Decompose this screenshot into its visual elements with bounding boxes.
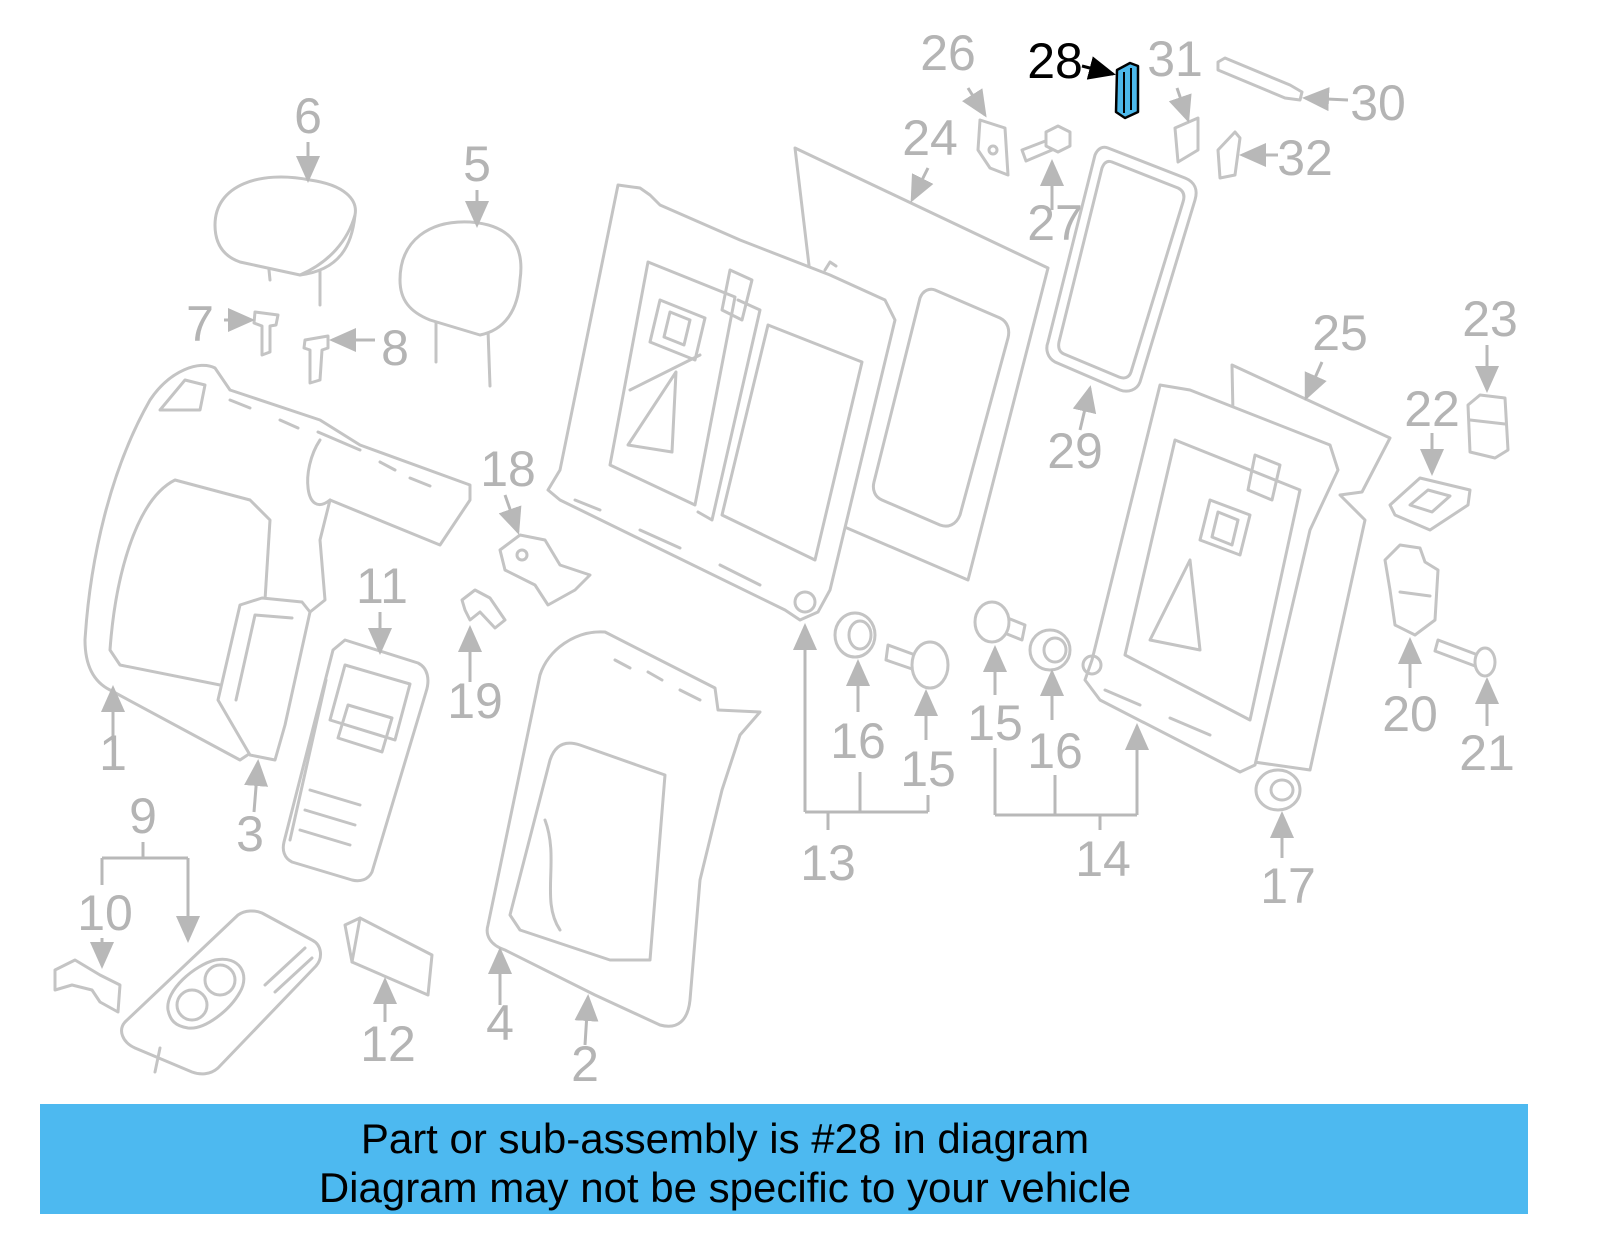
part-27-bolt [1020,124,1072,163]
callout-30: 30 [1350,75,1406,131]
part-21-bolt [1433,638,1497,678]
callout-23: 23 [1462,291,1518,347]
callout-7: 7 [186,296,214,352]
part-26-bracket [976,118,1010,177]
part-30-rod [1216,56,1304,102]
part-16-bushing [833,611,877,659]
part-17-grommet [1254,768,1302,812]
part-19-clip [460,588,507,630]
part-13-seatback-frame [546,183,897,622]
callout-24: 24 [902,110,958,166]
part-7-guide [252,310,280,357]
callout-26: 26 [920,25,976,81]
callout-28-highlighted: 28 [1027,33,1083,89]
callout-1: 1 [99,725,127,781]
callout-17: 17 [1260,858,1316,914]
leader-line [574,994,599,1046]
callout-6: 6 [294,88,322,144]
part-23-cover [1466,393,1510,460]
part-10-trim [53,958,122,1014]
callout-9: 9 [129,788,157,844]
callout-12: 12 [360,1016,416,1072]
leader-line [962,87,987,118]
leader-line [244,759,269,813]
part-22-bezel [1388,476,1472,532]
callout-27: 27 [1027,195,1083,251]
part-18-bracket [498,533,592,607]
part-32-clip [1216,130,1242,180]
callout-11: 11 [356,558,408,614]
part-12-pad [343,916,434,997]
leader-line [1304,361,1327,401]
callout-25: 25 [1312,305,1368,361]
part-15-bolt [884,640,950,690]
callout-29: 29 [1047,423,1103,479]
callout-14: 14 [1075,831,1131,887]
callout-21: 21 [1459,725,1515,781]
callout-15: 15 [967,695,1023,751]
callout-18: 18 [480,441,536,497]
callout-3: 3 [236,806,264,862]
callout-19: 19 [447,673,503,729]
banner-line-part: Part or sub-assembly is #28 in diagram [360,1115,1090,1162]
bracket-13 [805,772,930,830]
leader-line [1072,385,1097,431]
part-6-headrest [213,175,357,307]
parts-diagram: 26 28 31 30 24 6 5 27 32 7 8 25 23 22 29… [53,25,1518,1092]
callout-31: 31 [1147,31,1203,87]
leader-line [1168,87,1192,123]
leader-line-highlighted [1081,56,1116,80]
part-11-armrest-frame [281,638,430,883]
banner-line-disclaimer: Diagram may not be specific to your vehi… [318,1164,1132,1211]
callout-8: 8 [381,320,409,376]
part-31-clip [1173,116,1200,164]
part-29-pad [1045,145,1198,393]
callout-16: 16 [830,713,886,769]
leader-line [910,167,934,203]
part-5-headrest [398,220,523,388]
part-28-highlighted [1114,61,1140,120]
part-16-bushing [1028,628,1072,672]
leader-lines [90,56,1499,1046]
part-8-guide [302,334,330,385]
info-banner: Part or sub-assembly is #28 in diagram D… [40,1104,1528,1214]
callout-16: 16 [1027,723,1083,779]
callout-20: 20 [1382,686,1438,742]
leader-line [498,494,522,535]
part-20-latch [1383,543,1440,637]
callout-4: 4 [486,995,514,1051]
part-9-armrest [120,909,322,1076]
bracket-9 [100,842,188,885]
callout-15: 15 [900,741,956,797]
callout-5: 5 [463,136,491,192]
callout-32: 32 [1277,130,1333,186]
banner-text: Part or sub-assembly is #28 in diagram D… [40,1114,1410,1212]
part-15-bolt [973,600,1027,644]
callout-10: 10 [77,885,133,941]
callout-2: 2 [571,1036,599,1092]
leader-line [1302,87,1349,112]
part-3-side-trim [216,596,312,762]
callout-22: 22 [1404,381,1460,437]
part-14-seatback-frame [1081,383,1340,774]
callout-13: 13 [800,835,856,891]
part-2-seat-cushion-cover [485,630,762,1028]
bracket-14 [993,748,1137,830]
callout-labels: 26 28 31 30 24 6 5 27 32 7 8 25 23 22 29… [77,25,1518,1092]
